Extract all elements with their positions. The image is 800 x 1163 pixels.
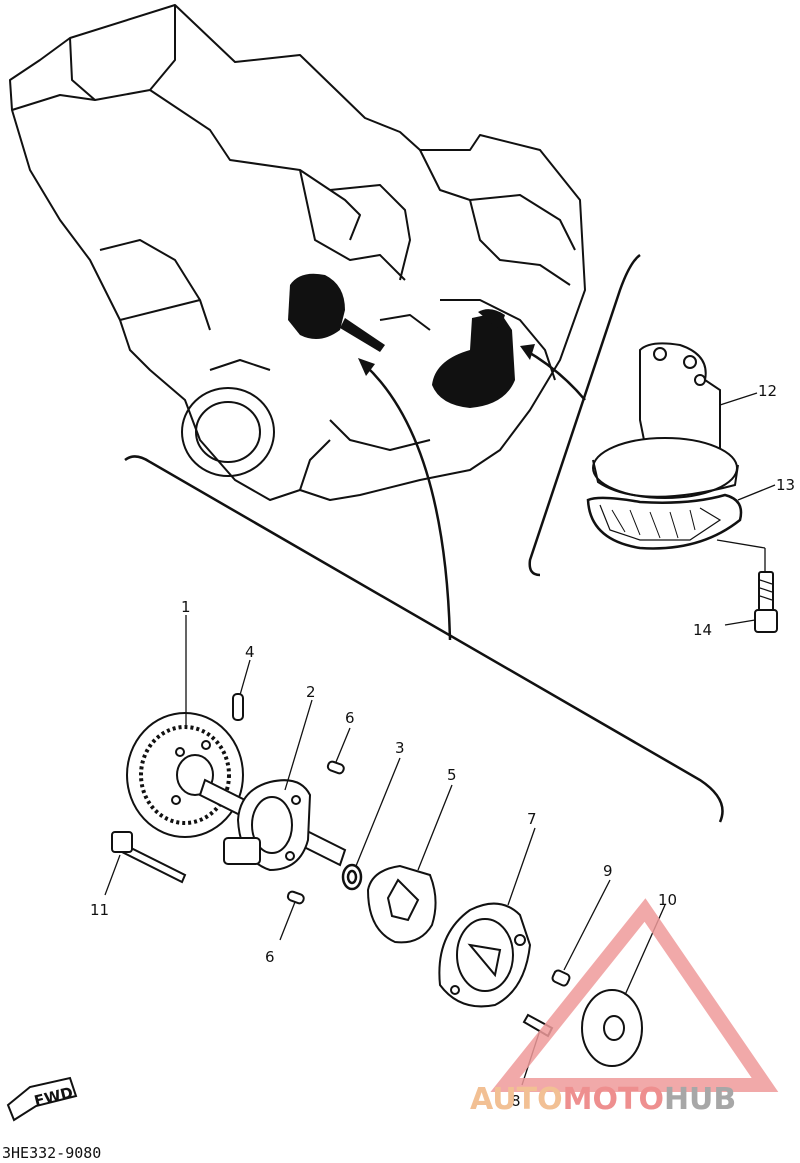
bolt-14 [754,571,778,633]
fwd-arrow: FWD [6,1076,78,1122]
callout-7: 7 [527,810,537,828]
drive-gear [126,712,244,838]
outer-rotor [366,864,437,944]
divider-line [124,455,724,823]
pump-cover [438,902,532,1008]
strainer-panel-border [528,253,641,577]
callout-4: 4 [245,643,255,661]
callout-1: 1 [181,598,191,616]
watermark-part-auto: AUTO [470,1082,563,1117]
callout-12: 12 [758,382,777,400]
arrow-heads [358,344,535,376]
watermark-triangle [490,898,779,1092]
pump-body [223,779,312,872]
watermark-part-hub: HUB [663,1082,737,1117]
callout-14: 14 [693,621,712,639]
callout-11: 11 [90,901,109,919]
callout-6a: 6 [345,709,355,727]
leader-lines [104,392,776,1086]
plate [581,989,643,1067]
engine-crankcase [9,4,586,501]
pump-mount-holes [288,273,515,408]
callout-8: 8 [511,1092,521,1110]
oil-strainer [586,342,743,550]
bolt-11 [111,831,187,884]
callout-13: 13 [776,476,795,494]
callout-2: 2 [306,683,316,701]
callout-10: 10 [658,891,677,909]
watermark-part-moto: MOTO [562,1082,664,1117]
callout-6b: 6 [265,948,275,966]
washer [341,863,363,891]
diagram-code: 3HE332-9080 [2,1144,102,1162]
callouts: 1 2 3 4 5 6 6 7 8 9 10 11 12 13 14 [90,382,795,1110]
callout-5: 5 [447,766,457,784]
dowel-pins [232,693,345,905]
callout-9: 9 [603,862,613,880]
watermark-text: AUTOMOTOHUB [470,1082,736,1117]
callout-3: 3 [395,739,405,757]
